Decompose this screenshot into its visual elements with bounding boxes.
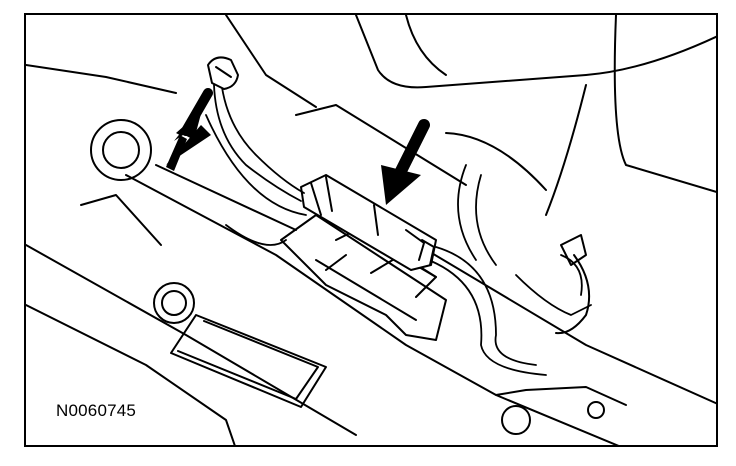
left-arrow-icon [166, 88, 213, 171]
upper-trim-panel [225, 15, 716, 216]
right-bracket [495, 234, 627, 435]
left-trim-panel [26, 64, 357, 445]
center-panel [125, 104, 716, 445]
wire-clip [207, 56, 239, 90]
lower-controls [153, 282, 327, 408]
technical-illustration [26, 15, 716, 445]
figure-code: N0060745 [56, 401, 137, 420]
electrical-connector [300, 174, 437, 271]
wire-harness [205, 79, 592, 376]
illustration-frame: N0060745 [24, 13, 718, 447]
right-arrow-icon [381, 119, 430, 205]
